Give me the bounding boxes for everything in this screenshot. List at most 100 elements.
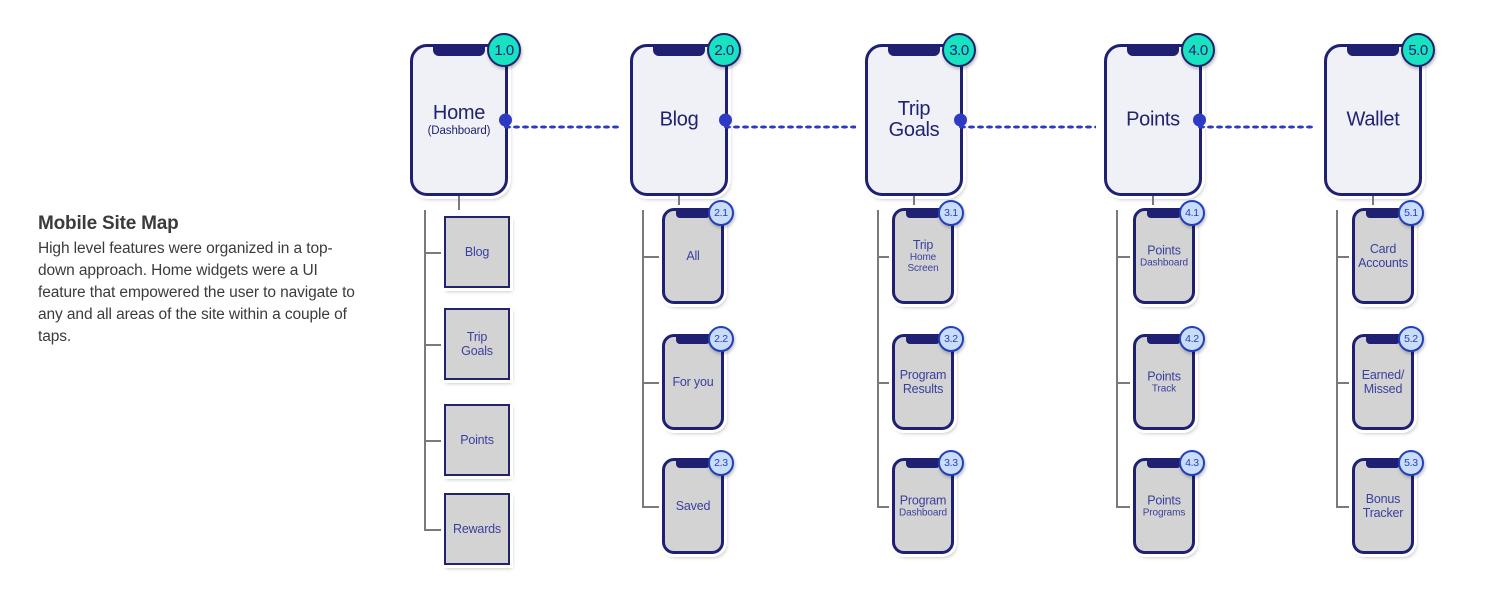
subpage-label: Blog (464, 245, 490, 259)
badge-1.0: 1.0 (487, 33, 521, 67)
phone-notch-icon (1366, 337, 1400, 344)
tree-trunk (1116, 210, 1118, 506)
badge-5.3: 5.3 (1398, 450, 1424, 476)
phone-notch-icon (1147, 337, 1181, 344)
phone-notch-icon (676, 337, 710, 344)
phone-title-wallet: Wallet (1346, 108, 1400, 131)
phone-wallet[interactable]: Wallet 5.0 (1324, 33, 1435, 196)
phone-stem (913, 196, 915, 210)
connector-anchor-dot (499, 113, 512, 127)
page-title: Mobile Site Map (38, 213, 179, 234)
tree-trunk (1336, 210, 1338, 506)
phone-stem (1372, 196, 1374, 210)
subpage-blog[interactable]: Blog (444, 216, 510, 288)
tree-branch (877, 506, 892, 508)
badge-5.2: 5.2 (1398, 326, 1424, 352)
badge-2.3: 2.3 (708, 450, 734, 476)
phone-notch-icon (1366, 211, 1400, 218)
subpage-rewards[interactable]: Rewards (444, 493, 510, 565)
tree-branch (642, 506, 662, 508)
phone-notch-icon (906, 461, 940, 468)
tree-branch (877, 256, 892, 258)
badge-3.2: 3.2 (938, 326, 964, 352)
badge-3.3: 3.3 (938, 450, 964, 476)
phone-notch-icon (906, 337, 940, 344)
tree-trunk (877, 210, 879, 506)
badge-4.3: 4.3 (1179, 450, 1205, 476)
phone-subtitle-home: (Dashboard) (427, 125, 491, 137)
tree-branch (424, 344, 444, 346)
tree-trunk (642, 210, 644, 506)
dotted-connector-4 (1197, 125, 1315, 129)
tree-branch (1336, 256, 1352, 258)
phone-title-blog: Blog (659, 108, 699, 131)
phone-home[interactable]: Home(Dashboard) 1.0 (410, 33, 521, 196)
subpage-label: Earned/Missed (1361, 368, 1405, 396)
connector-anchor-dot (954, 113, 967, 127)
phone-title-home: Home(Dashboard) (413, 102, 505, 137)
dotted-connector-3 (958, 125, 1096, 129)
tree-branch (1116, 382, 1133, 384)
tree-branch (1336, 506, 1352, 508)
tree-trunk (424, 210, 426, 529)
tree-branch (1336, 382, 1352, 384)
subpage-5.2[interactable]: Earned/Missed 5.2 (1352, 326, 1424, 430)
badge-5.1: 5.1 (1398, 200, 1424, 226)
tree-branch (424, 529, 444, 531)
badge-4.2: 4.2 (1179, 326, 1205, 352)
phone-notch-icon (653, 47, 705, 56)
phone-stem (458, 196, 460, 210)
connector-anchor-dot (719, 113, 732, 127)
tree-branch (1116, 506, 1133, 508)
badge-3.1: 3.1 (938, 200, 964, 226)
description-text: High level features were organized in a … (38, 239, 355, 345)
phone-notch-icon (1347, 47, 1399, 56)
subpage-label: All (686, 249, 700, 263)
phone-notch-icon (433, 47, 485, 56)
tree-branch (642, 256, 662, 258)
badge-3.0: 3.0 (942, 33, 976, 67)
badge-2.2: 2.2 (708, 326, 734, 352)
subpage-label: Points (460, 433, 494, 447)
phone-notch-icon (676, 211, 710, 218)
dotted-connector-2 (723, 125, 856, 129)
phone-notch-icon (1147, 211, 1181, 218)
dotted-connector-1 (503, 125, 621, 129)
description-block: Mobile Site Map High level features were… (38, 212, 368, 348)
subpage-points[interactable]: Points (444, 404, 510, 476)
phone-notch-icon (1366, 461, 1400, 468)
phone-title-points: Points (1126, 108, 1180, 131)
badge-5.0: 5.0 (1401, 33, 1435, 67)
phone-notch-icon (676, 461, 710, 468)
